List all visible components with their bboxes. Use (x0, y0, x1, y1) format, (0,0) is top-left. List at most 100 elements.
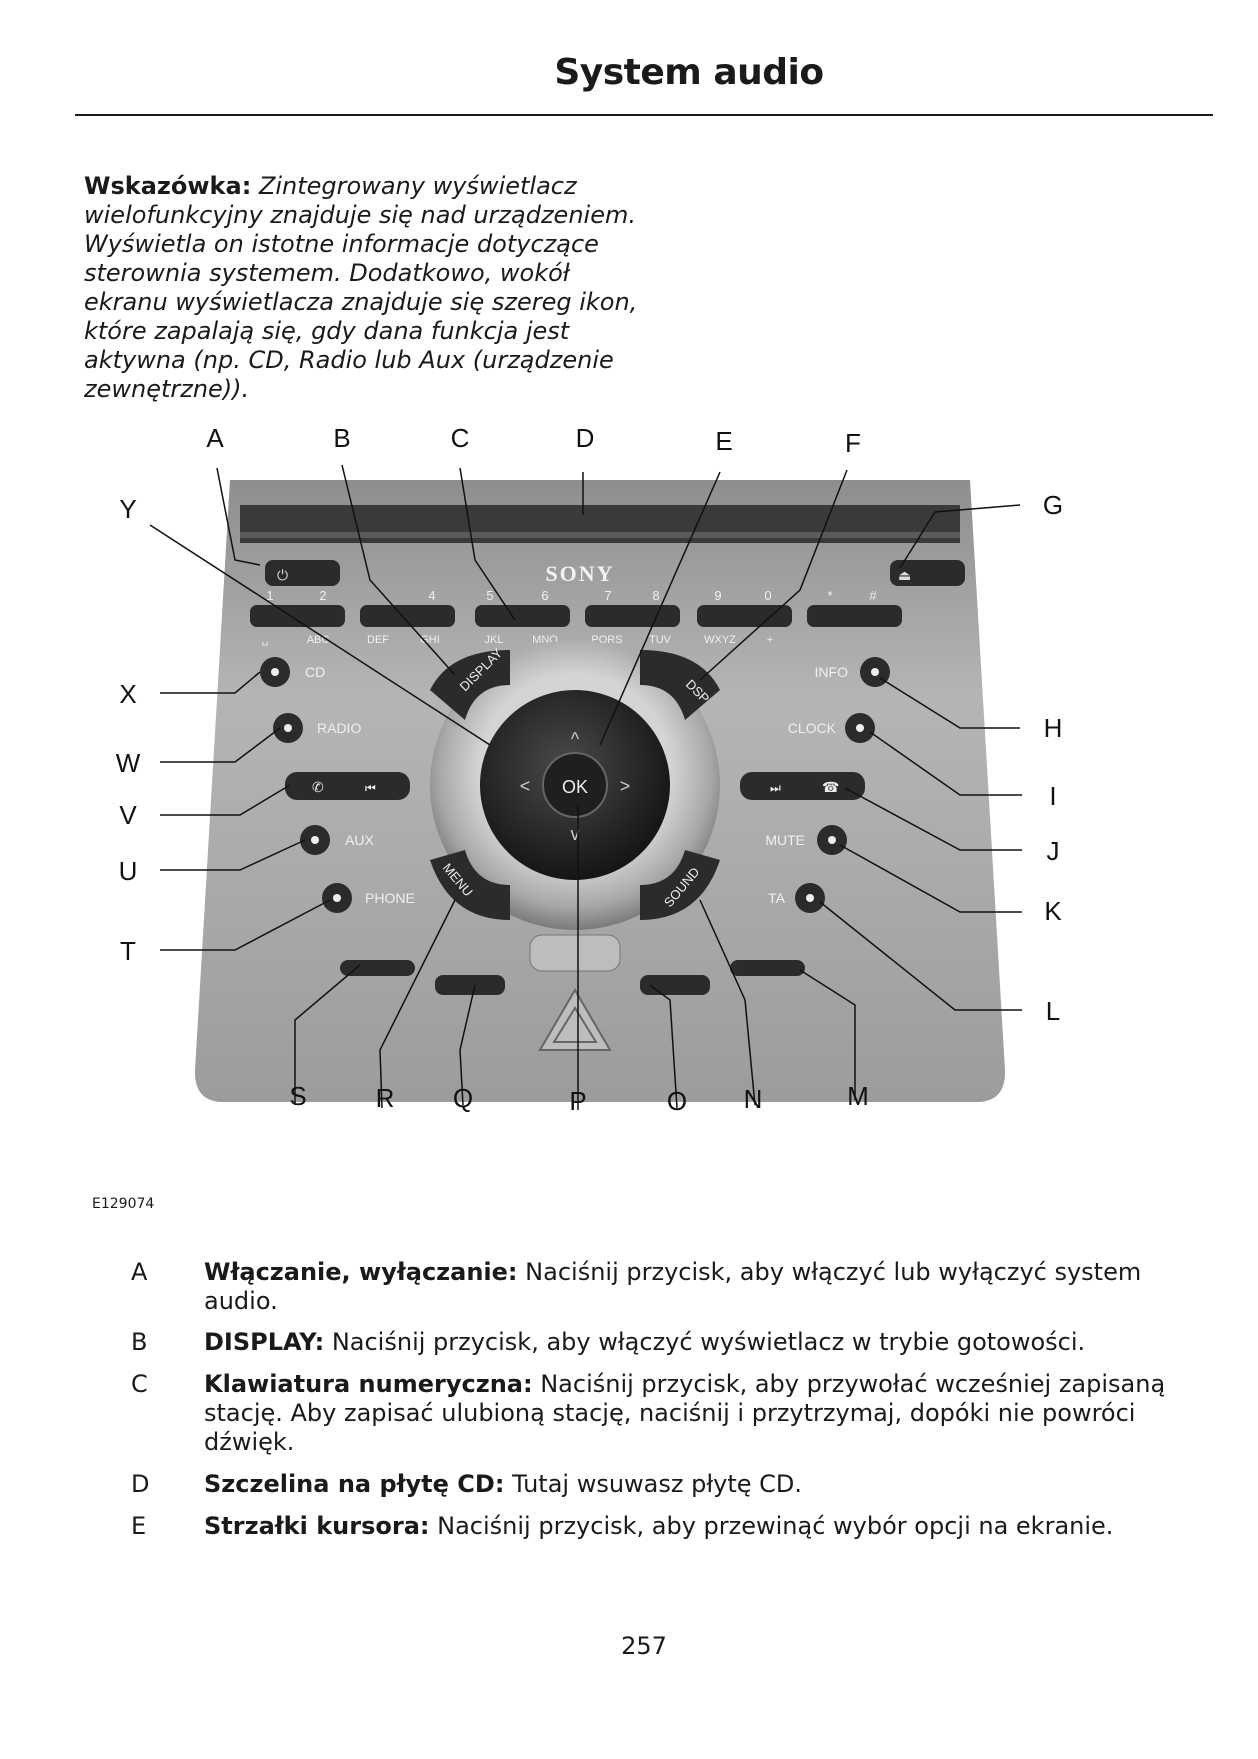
audio-panel-diagram: SONY ⏻ ⏏ 1 2 4 5 6 7 8 9 0 * (80, 420, 1200, 1210)
callout-s: S (289, 1081, 306, 1111)
seek-forward-icon: ⏭ (770, 781, 781, 795)
sound-button (640, 850, 720, 920)
arrow-left-icon: < (520, 776, 531, 796)
key-number: 2 (319, 588, 326, 603)
callout-a: A (206, 423, 224, 453)
arrow-up-icon: ^ (571, 729, 580, 749)
info-label: INFO (815, 664, 849, 680)
callout-n: N (744, 1084, 763, 1114)
callout-w: W (116, 748, 141, 778)
legend-term: Włączanie, wyłączanie: (204, 1258, 518, 1286)
voice-control-pad (529, 934, 621, 972)
power-icon: ⏻ (277, 567, 288, 583)
legend-text: Tutaj wsuwasz płytę CD. (512, 1470, 803, 1498)
callout-u: U (119, 856, 138, 886)
right-buttons: INFO CLOCK ⏭ ☎ MUTE TA (740, 657, 890, 913)
ok-button (542, 752, 608, 818)
callout-q: Q (453, 1083, 473, 1113)
seek-back-icon: ⏮ (365, 781, 376, 795)
clock-label: CLOCK (788, 720, 837, 736)
key-letters: GHI (420, 634, 440, 646)
callout-p: P (569, 1086, 586, 1116)
callout-o: O (667, 1086, 687, 1116)
key-number: # (869, 588, 877, 603)
phone-icon: ✆ (312, 779, 324, 795)
legend-letter: D (131, 1470, 150, 1498)
eject-icon: ⏏ (898, 567, 911, 583)
key-number: 7 (604, 588, 611, 603)
key-letters: + (767, 634, 773, 646)
arrow-right-icon: > (620, 776, 631, 796)
ta-label: TA (768, 890, 786, 906)
callout-j: J (1047, 836, 1060, 866)
callout-r: R (376, 1083, 395, 1113)
legend-term: Szczelina na płytę CD: (204, 1470, 505, 1498)
preset-bar-s (340, 960, 415, 976)
callout-f: F (845, 428, 861, 458)
legend-term: Strzałki kursora: (204, 1512, 430, 1540)
legend-term: DISPLAY: (204, 1328, 325, 1356)
preset-bar-m (730, 960, 805, 976)
callout-lines (149, 464, 1022, 1110)
cd-label: CD (305, 664, 325, 680)
aux-label: AUX (345, 832, 374, 848)
key-number: 4 (428, 588, 435, 603)
key-number: 9 (714, 588, 721, 603)
key-letters: JKL (485, 634, 504, 646)
key-number: 8 (652, 588, 659, 603)
page-title: System audio (554, 52, 824, 93)
callout-m: M (847, 1081, 869, 1111)
callout-c: C (451, 423, 470, 453)
phone-label: PHONE (365, 890, 415, 906)
key-letters: TUV (649, 634, 672, 646)
seek-hangup-button (740, 772, 865, 800)
legend-letter: C (131, 1370, 148, 1398)
hazard-icon (552, 1006, 598, 1043)
callout-t: T (120, 936, 136, 966)
callout-i: I (1049, 781, 1056, 811)
legend-description: DISPLAY: Naciśnij przycisk, aby włączyć … (204, 1328, 1204, 1357)
left-buttons: CD RADIO ✆ ⏮ AUX PHONE (260, 657, 415, 913)
legend-text: Naciśnij przycisk, aby włączyć lub wyłąc… (204, 1258, 1142, 1315)
legend-description: Szczelina na płytę CD: Tutaj wsuwasz pły… (204, 1470, 1204, 1499)
note-text: Zintegrowany wyświetlacz wielofunkcyjny … (84, 172, 638, 403)
legend-text: Naciśnij przycisk, aby przywołać wcześni… (204, 1370, 1166, 1456)
callout-g: G (1043, 490, 1063, 520)
key-number: 1 (266, 588, 273, 603)
eject-button (890, 560, 965, 586)
radio-label: RADIO (317, 720, 361, 736)
key-number: * (827, 588, 832, 603)
callout-k: K (1044, 896, 1062, 926)
callout-d: D (576, 423, 595, 453)
phone-seek-button (285, 772, 410, 800)
ok-label: OK (562, 777, 588, 797)
callout-h: H (1044, 713, 1063, 743)
hang-up-icon: ☎ (822, 779, 839, 795)
legend-description: Strzałki kursora: Naciśnij przycisk, aby… (204, 1512, 1204, 1541)
callout-v: V (119, 800, 137, 830)
key-number: 0 (764, 588, 771, 603)
legend-letter: B (131, 1328, 148, 1356)
callout-l: L (1046, 996, 1060, 1026)
menu-button (430, 850, 510, 920)
callout-letters: A B C D E F G H I J K L M N O P Q R S T … (116, 423, 1063, 1116)
note-label: Wskazówka: (84, 172, 252, 200)
legend-letter: E (131, 1512, 147, 1540)
arrow-down-icon: v (571, 824, 580, 844)
key-letters: WXYZ (704, 634, 736, 646)
brand-logo: SONY (545, 561, 614, 586)
legend-description: Włączanie, wyłączanie: Naciśnij przycisk… (204, 1258, 1204, 1316)
title-divider (75, 114, 1213, 116)
key-number: 6 (541, 588, 548, 603)
key-letters: ABC (307, 634, 330, 646)
key-letters: ␣ (262, 634, 269, 646)
legend-description: Klawiatura numeryczna: Naciśnij przycisk… (204, 1370, 1204, 1457)
page-number: 257 (621, 1632, 667, 1660)
preset-bar-q (435, 975, 505, 995)
callout-x: X (119, 679, 136, 709)
callout-y: Y (119, 494, 136, 524)
callout-e: E (715, 426, 732, 456)
note-paragraph: Wskazówka: Zintegrowany wyświetlacz wiel… (84, 172, 644, 404)
figure-id: E129074 (92, 1196, 155, 1212)
legend-text: Naciśnij przycisk, aby przewinąć wybór o… (437, 1512, 1114, 1540)
